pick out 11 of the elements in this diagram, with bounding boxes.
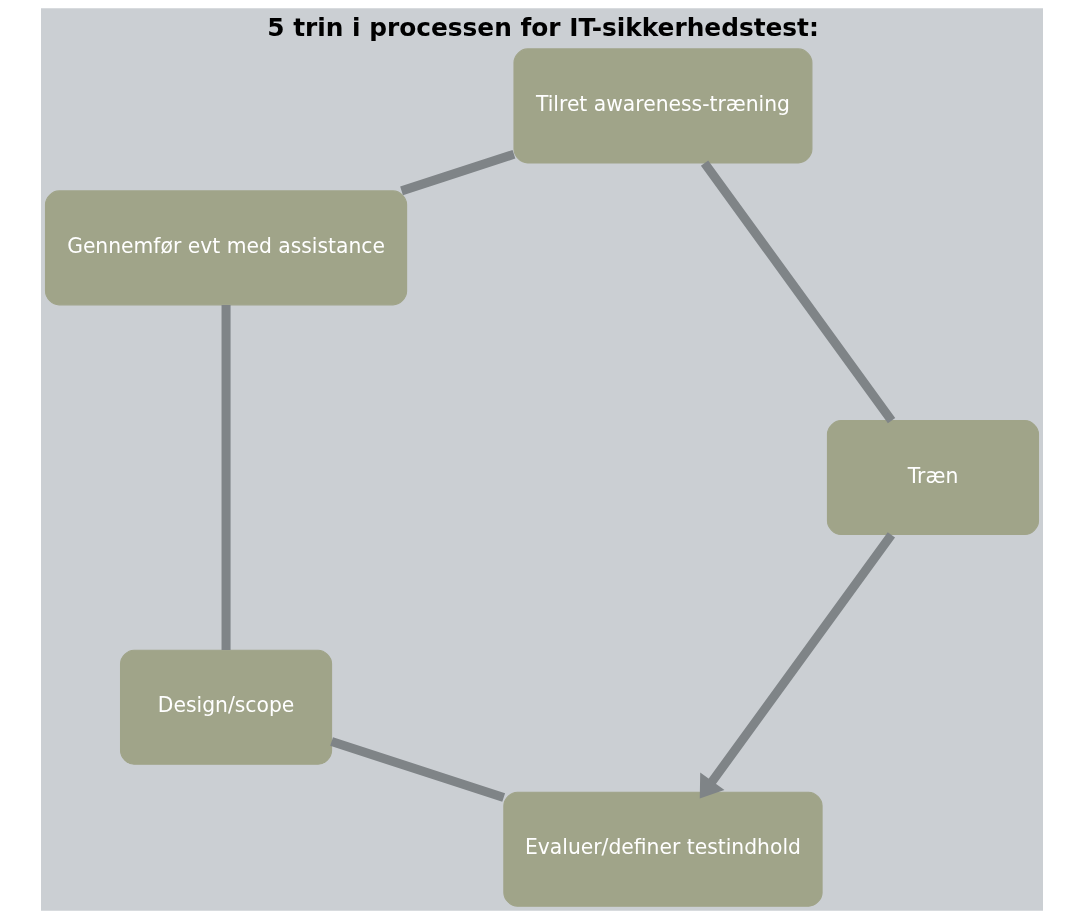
arrow [699, 532, 895, 799]
diagram-title: 5 trin i processen for IT-sikkerhedstest: [266, 13, 819, 43]
node-box: Træn [826, 420, 1039, 536]
connector [221, 305, 231, 650]
node-box: Design/scope [119, 649, 332, 765]
connector [700, 160, 895, 424]
node-box: Tilret awareness-træning [512, 48, 812, 164]
connector [399, 150, 515, 196]
node-box: Evaluer/definer testindhold [502, 791, 823, 907]
node-box: Gennemfør evt med assistance [44, 190, 407, 306]
connector [329, 737, 505, 802]
